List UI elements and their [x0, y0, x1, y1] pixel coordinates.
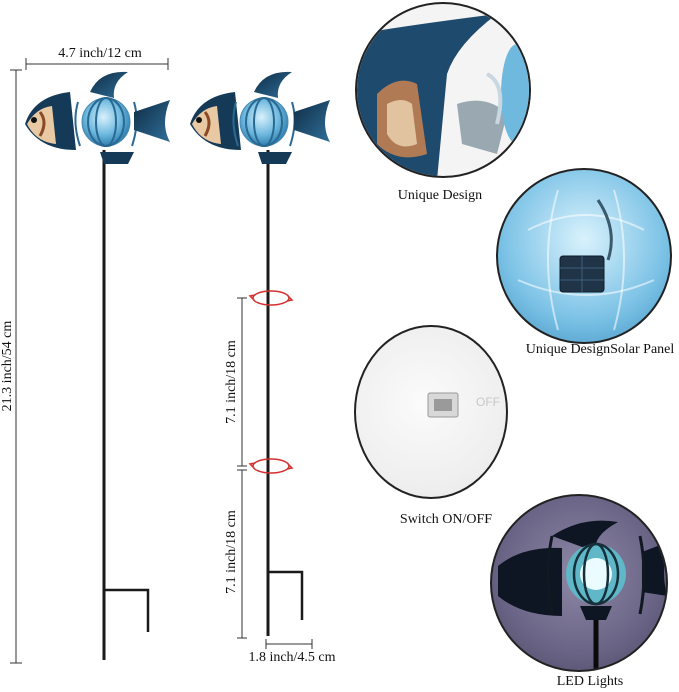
width-dimension	[25, 58, 169, 70]
feature-label-led: LED Lights	[556, 674, 624, 689]
feature-circle-unique-design	[355, 2, 531, 178]
width-label: 4.7 inch/12 cm	[58, 46, 142, 61]
fish-stake-left	[25, 71, 170, 660]
fish-fin-closeup-icon	[357, 14, 529, 176]
feature-label-unique-design: Unique Design	[397, 188, 483, 203]
lit-fish-night-icon	[498, 520, 666, 670]
joint-arrow-icon-upper	[252, 290, 290, 306]
stake-width-label: 1.8 inch/4.5 cm	[248, 650, 336, 665]
feature-label-switch: Switch ON/OFF	[399, 512, 493, 527]
height-dimension	[10, 69, 22, 664]
feature-circle-switch: OFF	[354, 325, 508, 499]
segment-dimensions	[237, 297, 313, 649]
feature-circle-led	[490, 494, 668, 672]
on-off-switch-icon	[427, 392, 459, 418]
switch-off-text: OFF	[476, 395, 500, 409]
feature-circle-solar-panel	[496, 168, 672, 344]
height-label: 21.3 inch/54 cm	[0, 320, 15, 412]
segment-lower-label: 7.1 inch/18 cm	[224, 510, 239, 594]
solar-panel-globe-icon	[517, 189, 655, 331]
fish-stake-right	[190, 71, 330, 636]
joint-arrow-icon-lower	[252, 458, 290, 474]
feature-label-solar-panel: Unique DesignSolar Panel	[525, 342, 675, 357]
segment-upper-label: 7.1 inch/18 cm	[224, 340, 239, 424]
